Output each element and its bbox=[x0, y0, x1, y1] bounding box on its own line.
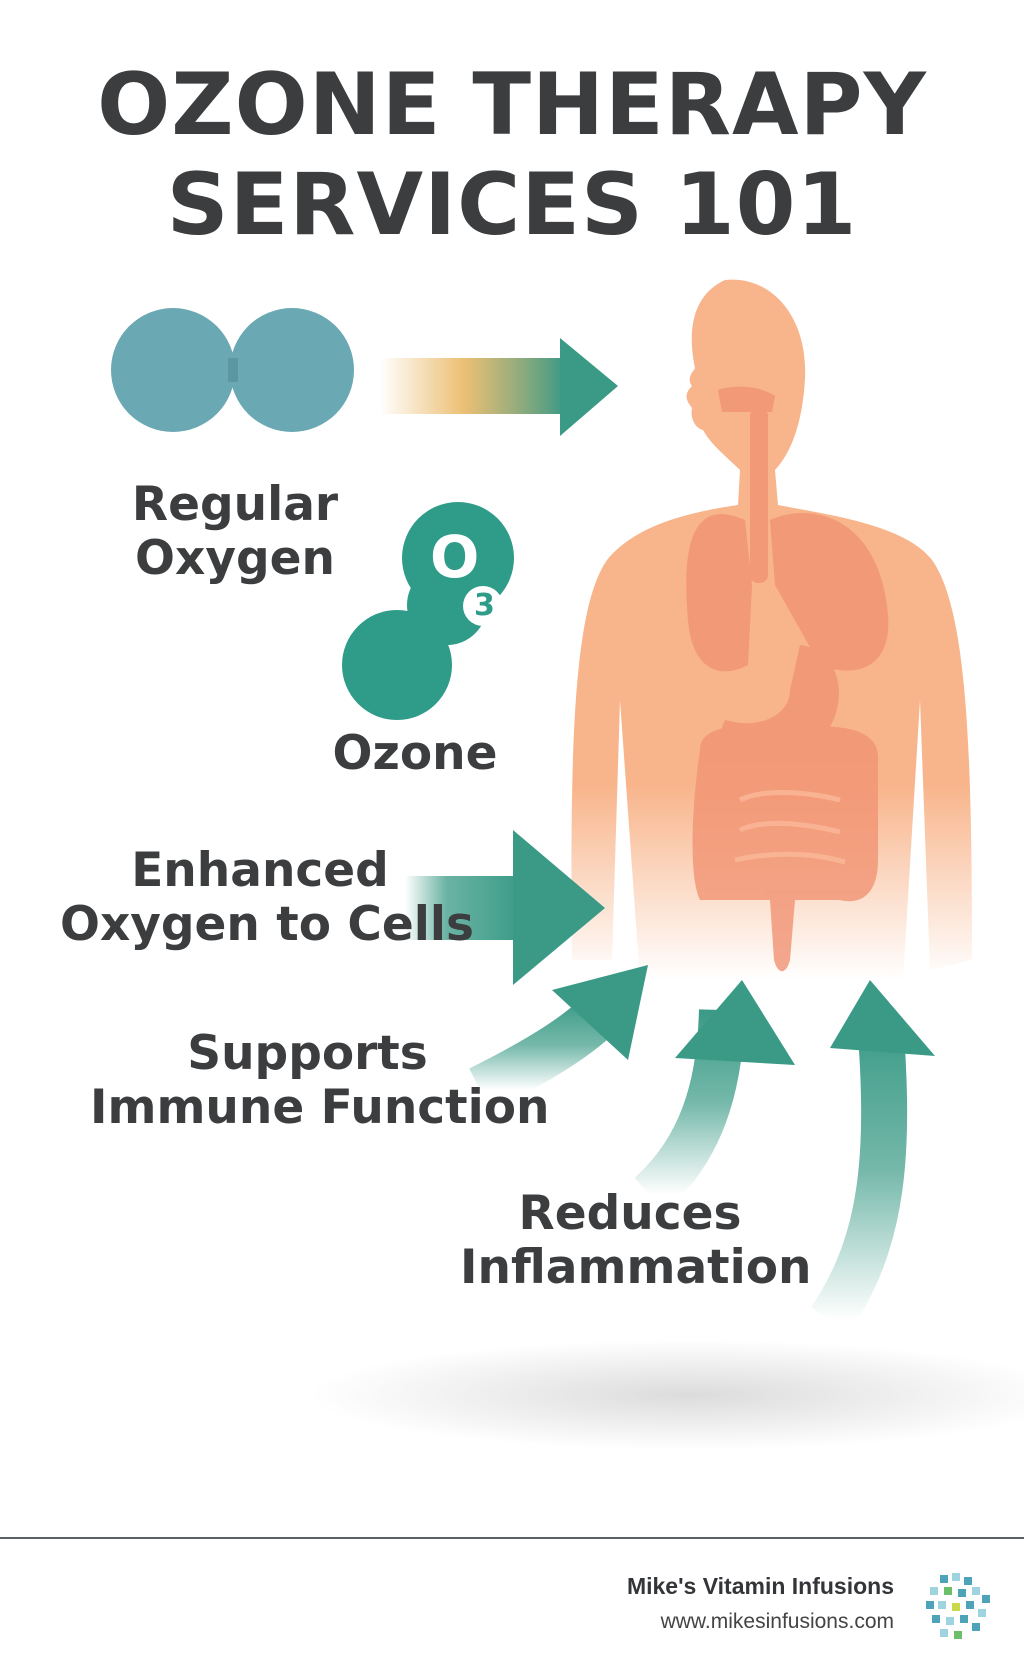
enhanced-oxygen-arrow bbox=[405, 830, 605, 985]
intestine-lines bbox=[734, 790, 846, 865]
ozone-illustration bbox=[111, 279, 1024, 1450]
regular-oxygen-label: Regular Oxygen bbox=[125, 478, 345, 586]
enhanced-oxygen-label-line2: Oxygen to Cells bbox=[60, 897, 474, 952]
immune-function-label: Supports Immune Function bbox=[90, 1026, 550, 1135]
ozone-label: Ozone bbox=[332, 726, 498, 781]
inflammation-arrow-left bbox=[634, 980, 795, 1213]
ozone-symbol: O bbox=[430, 523, 480, 591]
organs-icon bbox=[686, 386, 889, 972]
inflammation-arrow-right bbox=[810, 980, 935, 1334]
immune-function-label-line2: Immune Function bbox=[90, 1080, 550, 1135]
oxygen-molecule-icon bbox=[111, 308, 354, 432]
enhanced-oxygen-label-line1: Enhanced bbox=[131, 843, 389, 898]
footer-brand: Mike's Vitamin Infusions bbox=[626, 1573, 894, 1599]
title-line-1: OZONE THERAPY bbox=[97, 55, 927, 155]
immune-arrow bbox=[469, 965, 648, 1112]
footer-url[interactable]: www.mikesinfusions.com bbox=[660, 1610, 894, 1633]
ozone-molecule-icon bbox=[342, 502, 514, 720]
title-line-2: SERVICES 101 bbox=[166, 155, 858, 255]
brand-logo-icon bbox=[926, 1573, 990, 1639]
enhanced-oxygen-label: Enhanced Oxygen to Cells bbox=[60, 843, 474, 952]
inflammation-label-line1: Reduces bbox=[518, 1186, 742, 1241]
immune-function-label-line1: Supports bbox=[187, 1026, 428, 1081]
floor-shadow bbox=[310, 1340, 1024, 1450]
regular-oxygen-label-line2: Oxygen bbox=[135, 531, 335, 586]
inflammation-label-line2: Inflammation bbox=[460, 1240, 812, 1295]
footer-divider bbox=[0, 1537, 1024, 1539]
inflammation-label: Reduces Inflammation bbox=[460, 1186, 812, 1295]
ozone-subscript: 3 bbox=[474, 588, 495, 623]
regular-oxygen-label-line1: Regular bbox=[131, 477, 339, 532]
oxygen-to-body-arrow bbox=[380, 338, 618, 436]
page-title: OZONE THERAPY SERVICES 101 bbox=[0, 55, 1024, 255]
